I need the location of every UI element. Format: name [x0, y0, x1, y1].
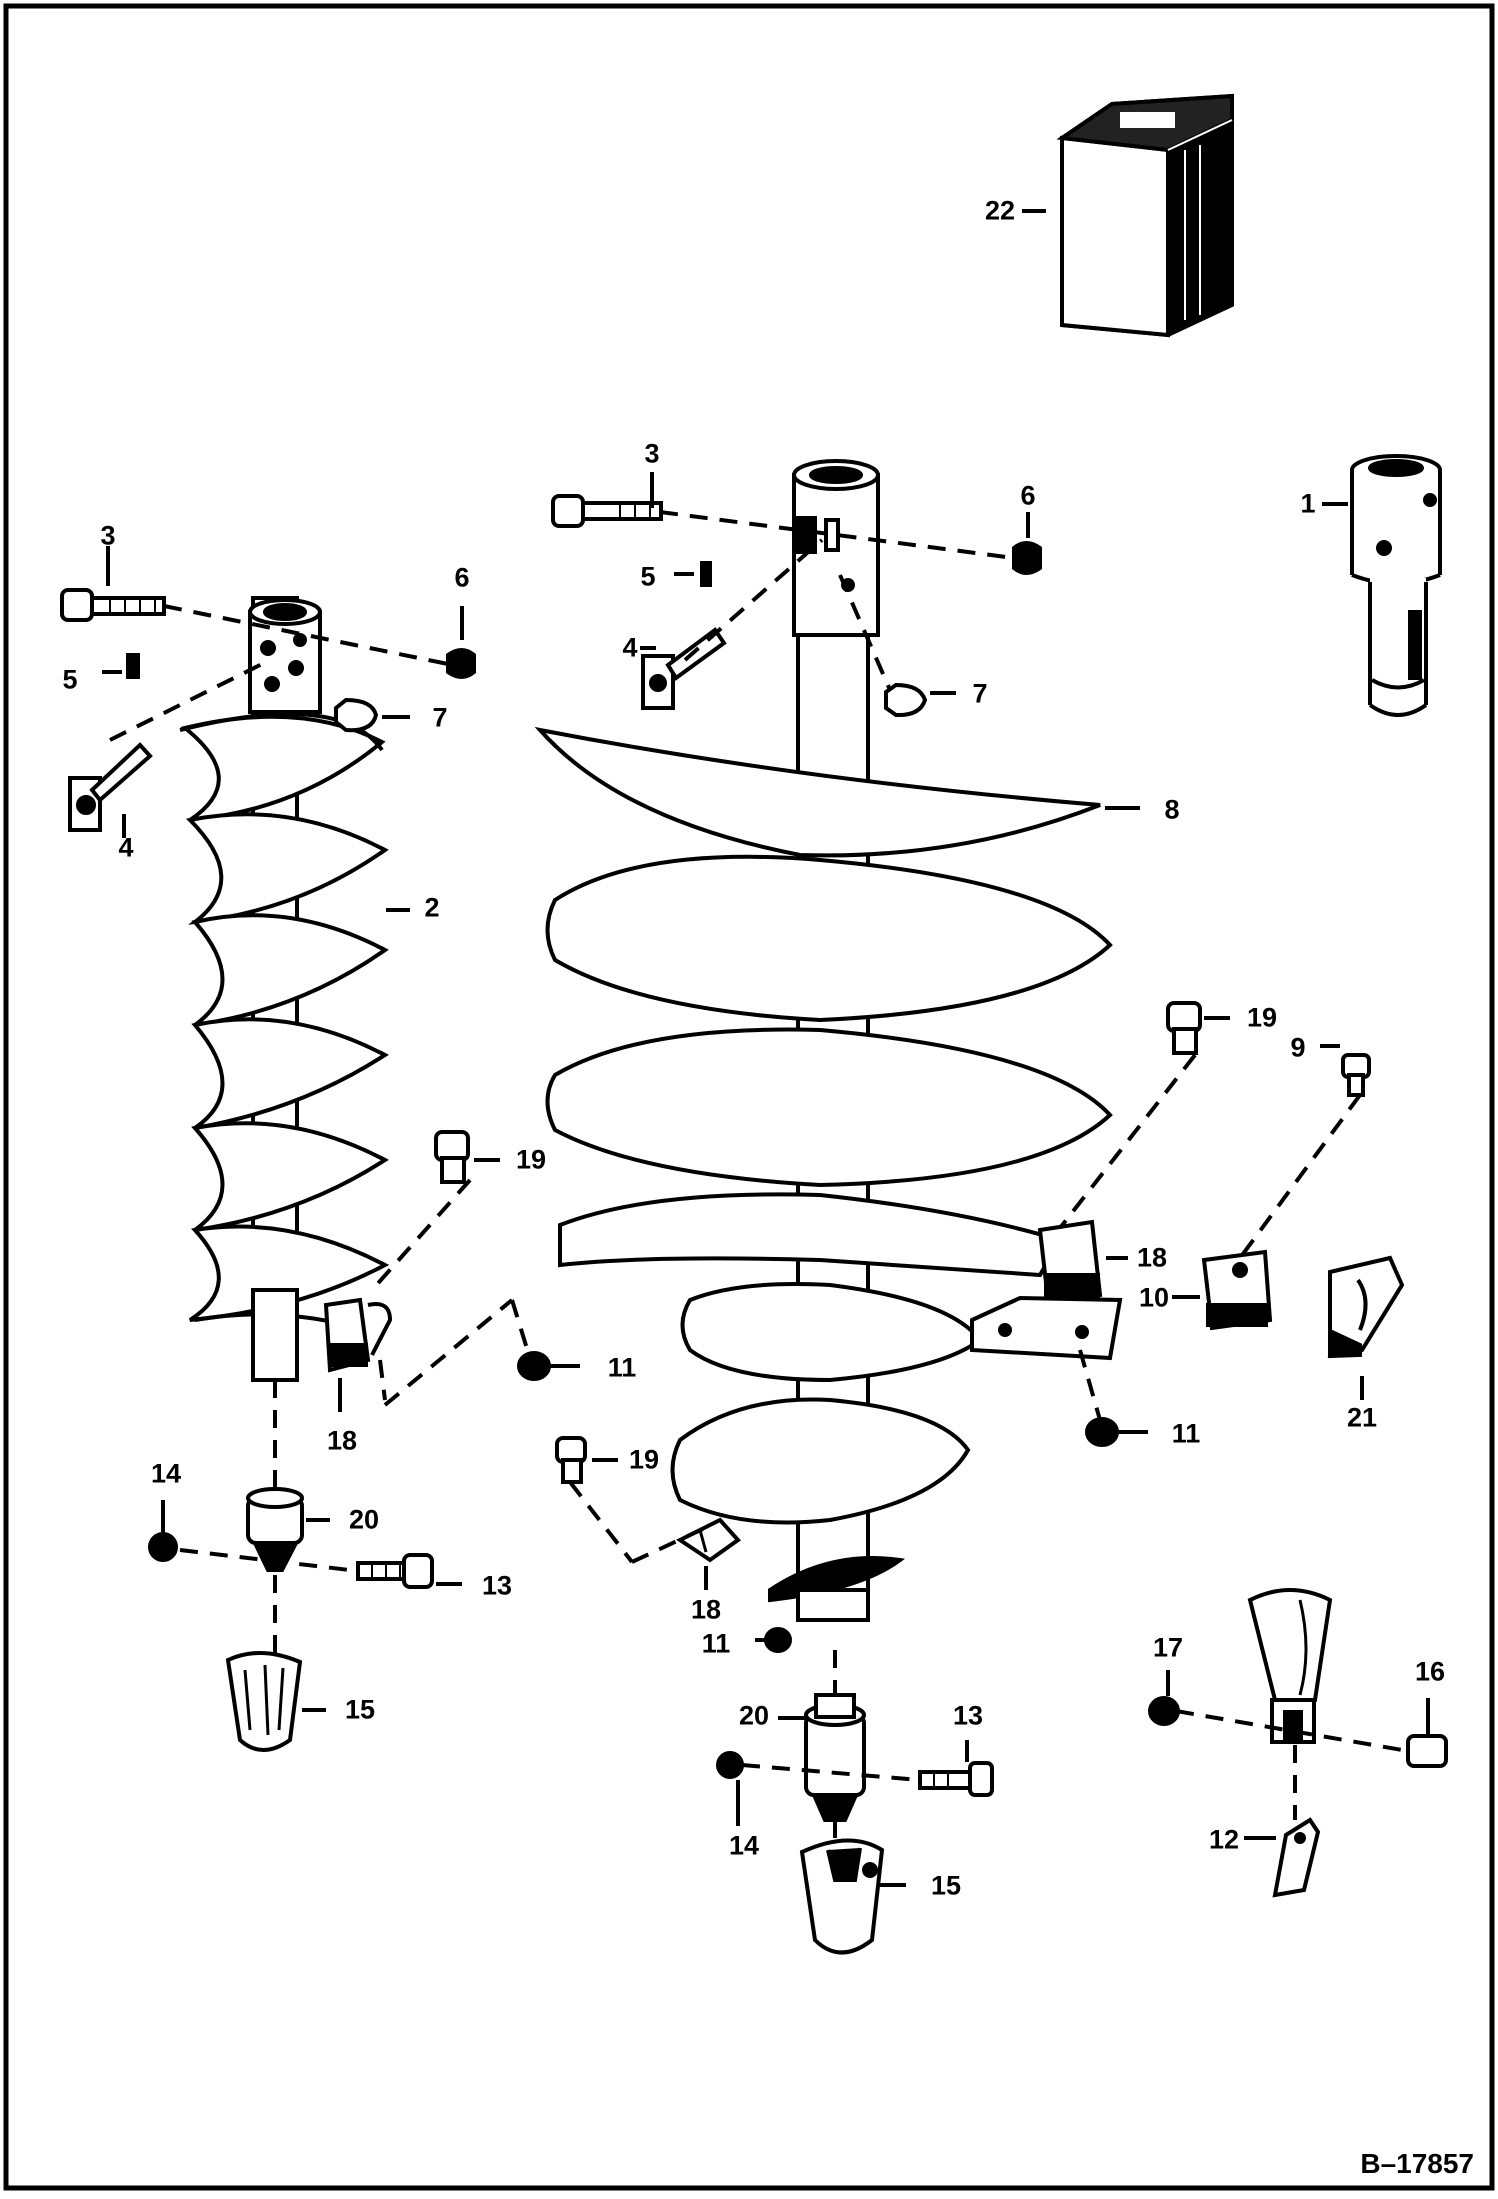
callout-19-left: 19: [515, 1144, 547, 1175]
callout-7-center: 7: [972, 678, 988, 709]
callout-13-left: 13: [481, 1570, 513, 1601]
callout-9: 9: [1290, 1032, 1306, 1063]
callout-4-left: 4: [118, 832, 134, 863]
left-hardware: [60, 588, 551, 1752]
callout-6-center: 6: [1020, 480, 1036, 511]
callout-20-center: 20: [738, 1700, 770, 1731]
right-hardware: [1148, 1053, 1448, 1898]
callout-18-left: 18: [326, 1425, 358, 1456]
callout-8: 8: [1164, 794, 1180, 825]
drawing-id: B–17857: [1360, 2148, 1474, 2179]
callout-17: 17: [1152, 1632, 1184, 1663]
callout-13-center: 13: [952, 1700, 984, 1731]
callout-1: 1: [1300, 488, 1316, 519]
callout-10: 10: [1138, 1282, 1170, 1313]
part-1-adapter: [1350, 454, 1442, 717]
assembly-dash-lines: [109, 510, 1409, 1850]
callout-5-center: 5: [640, 561, 656, 592]
callout-5-left: 5: [62, 664, 78, 695]
callout-16: 16: [1414, 1656, 1446, 1687]
leader-lines: [102, 472, 1430, 1887]
drawing-border: [3, 3, 1495, 2191]
part-22-storage-box: [1056, 93, 1234, 338]
callout-4-center: 4: [622, 632, 638, 663]
callout-22: 22: [984, 195, 1016, 226]
callout-12: 12: [1208, 1824, 1240, 1855]
callout-2: 2: [424, 892, 440, 923]
callout-15-left: 15: [344, 1694, 376, 1725]
callout-3-left: 3: [100, 520, 116, 551]
callout-14-center: 14: [728, 1830, 760, 1861]
callout-18-right: 18: [1136, 1242, 1168, 1273]
callout-7-left: 7: [432, 702, 448, 733]
center-hardware: [551, 494, 1202, 1955]
callout-15-center: 15: [930, 1870, 962, 1901]
callout-18-center: 18: [690, 1594, 722, 1625]
callout-11-left: 11: [607, 1352, 637, 1383]
callout-19-right: 19: [1246, 1002, 1278, 1033]
callout-11-right: 11: [1171, 1418, 1201, 1449]
callout-21: 21: [1346, 1402, 1378, 1433]
callout-11-center: 11: [701, 1628, 731, 1659]
callout-14-left: 14: [150, 1458, 182, 1489]
callout-20-left: 20: [348, 1504, 380, 1535]
callout-3-center: 3: [644, 438, 660, 469]
part-2-small-auger: [179, 596, 390, 1382]
callout-19-center: 19: [628, 1444, 660, 1475]
callout-6-left: 6: [454, 562, 470, 593]
part-8-large-auger: [534, 459, 1113, 1622]
